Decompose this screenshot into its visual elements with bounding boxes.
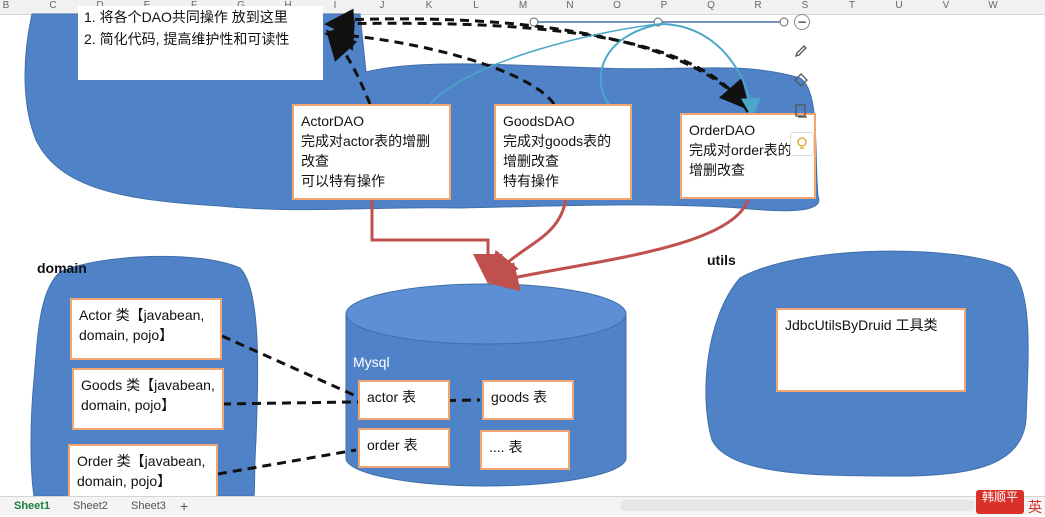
column-letter[interactable]: C bbox=[49, 0, 57, 11]
order-class-box[interactable]: Order 类【javabean, domain, pojo】 bbox=[68, 444, 218, 496]
badge-side-text: 英 bbox=[1028, 500, 1042, 516]
column-letter[interactable]: B bbox=[2, 0, 10, 11]
jdbc-utils-box[interactable]: JdbcUtilsByDruid 工具类 bbox=[776, 308, 966, 392]
actor-class-to-table-line bbox=[221, 334, 357, 398]
column-letter[interactable]: J bbox=[379, 0, 385, 11]
order-class-to-table-line bbox=[217, 448, 357, 476]
mysql-title: Mysql bbox=[353, 354, 390, 370]
goods-class-box[interactable]: Goods 类【javabean, domain, pojo】 bbox=[72, 368, 224, 430]
column-letter[interactable]: S bbox=[801, 0, 809, 11]
goods-to-note-arrow bbox=[324, 20, 556, 105]
actor-dao-box[interactable]: ActorDAO 完成对actor表的增删 改查 可以特有操作 bbox=[292, 104, 451, 200]
zoom-out-button[interactable]: − bbox=[794, 14, 810, 30]
add-sheet-button[interactable]: + bbox=[180, 498, 189, 514]
shape-toolbar: − bbox=[786, 10, 816, 170]
actor-table-box[interactable]: actor 表 bbox=[358, 380, 450, 420]
idea-button[interactable] bbox=[790, 132, 814, 156]
column-letter[interactable]: N bbox=[566, 0, 574, 11]
column-letter[interactable]: F bbox=[184, 0, 204, 11]
order-dao-box[interactable]: OrderDAO 完成对order表的 增删改查 bbox=[680, 113, 816, 199]
horizontal-scrollbar[interactable] bbox=[620, 500, 975, 511]
top-note: 1. 将各个DAO共同操作 放到这里 2. 简化代码, 提高维护性和可读性 bbox=[78, 6, 323, 80]
column-letter[interactable]: L bbox=[473, 0, 479, 11]
column-letter[interactable]: M bbox=[518, 0, 528, 11]
column-letter[interactable]: U bbox=[895, 0, 903, 11]
eraser-icon bbox=[794, 73, 808, 87]
utils-title: utils bbox=[707, 252, 736, 268]
column-letter[interactable]: R bbox=[754, 0, 762, 11]
more-table-box[interactable]: .... 表 bbox=[480, 430, 570, 470]
goods-to-mysql-arrow bbox=[488, 197, 568, 283]
goods-table-box[interactable]: goods 表 bbox=[482, 380, 574, 420]
actor-class-box[interactable]: Actor 类【javabean, domain, pojo】 bbox=[70, 298, 222, 360]
top-note-line2: 2. 简化代码, 提高维护性和可读性 bbox=[84, 31, 290, 47]
actor-to-note-arrow bbox=[325, 29, 372, 105]
column-letter[interactable]: W bbox=[988, 0, 998, 11]
order-to-note-arrow bbox=[324, 8, 750, 113]
copy-button[interactable] bbox=[790, 100, 812, 122]
pen-icon bbox=[794, 45, 807, 58]
copy-icon bbox=[795, 104, 807, 118]
sheet-tab-2[interactable]: Sheet2 bbox=[73, 500, 108, 512]
order-to-mysql-arrow bbox=[488, 199, 750, 292]
column-letter[interactable]: V bbox=[942, 0, 950, 11]
sheet-tab-bar: Sheet1 Sheet2 Sheet3 + bbox=[0, 496, 1045, 515]
column-letter[interactable]: O bbox=[613, 0, 621, 11]
eraser-button[interactable] bbox=[790, 68, 812, 90]
blue-curve-arrow bbox=[599, 22, 762, 118]
sheet-tab-1[interactable]: Sheet1 bbox=[14, 500, 51, 512]
column-letter[interactable]: T bbox=[848, 0, 856, 11]
top-note-line1: 1. 将各个DAO共同操作 放到这里 bbox=[84, 9, 288, 25]
actor-to-mysql-arrow bbox=[370, 198, 503, 284]
column-letter[interactable]: K bbox=[425, 0, 433, 11]
pen-button[interactable] bbox=[790, 40, 812, 62]
domain-title: domain bbox=[37, 260, 87, 276]
bulb-icon bbox=[797, 137, 807, 149]
column-letter[interactable]: E bbox=[137, 0, 157, 11]
column-letter[interactable]: P bbox=[660, 0, 668, 11]
column-letter[interactable]: I bbox=[333, 0, 337, 11]
order-table-box[interactable]: order 表 bbox=[358, 428, 450, 468]
column-letter[interactable]: G bbox=[231, 0, 251, 11]
author-badge: 韩顺平 bbox=[976, 490, 1024, 514]
minus-icon: − bbox=[796, 15, 808, 29]
note-to-order-arrow bbox=[339, 17, 750, 111]
column-letter[interactable]: D bbox=[90, 0, 110, 11]
column-letter[interactable]: H bbox=[278, 0, 298, 11]
sheet-tab-3[interactable]: Sheet3 bbox=[131, 500, 166, 512]
goods-dao-box[interactable]: GoodsDAO 完成对goods表的 增删改查 特有操作 bbox=[494, 104, 632, 200]
column-letter[interactable]: Q bbox=[707, 0, 715, 11]
